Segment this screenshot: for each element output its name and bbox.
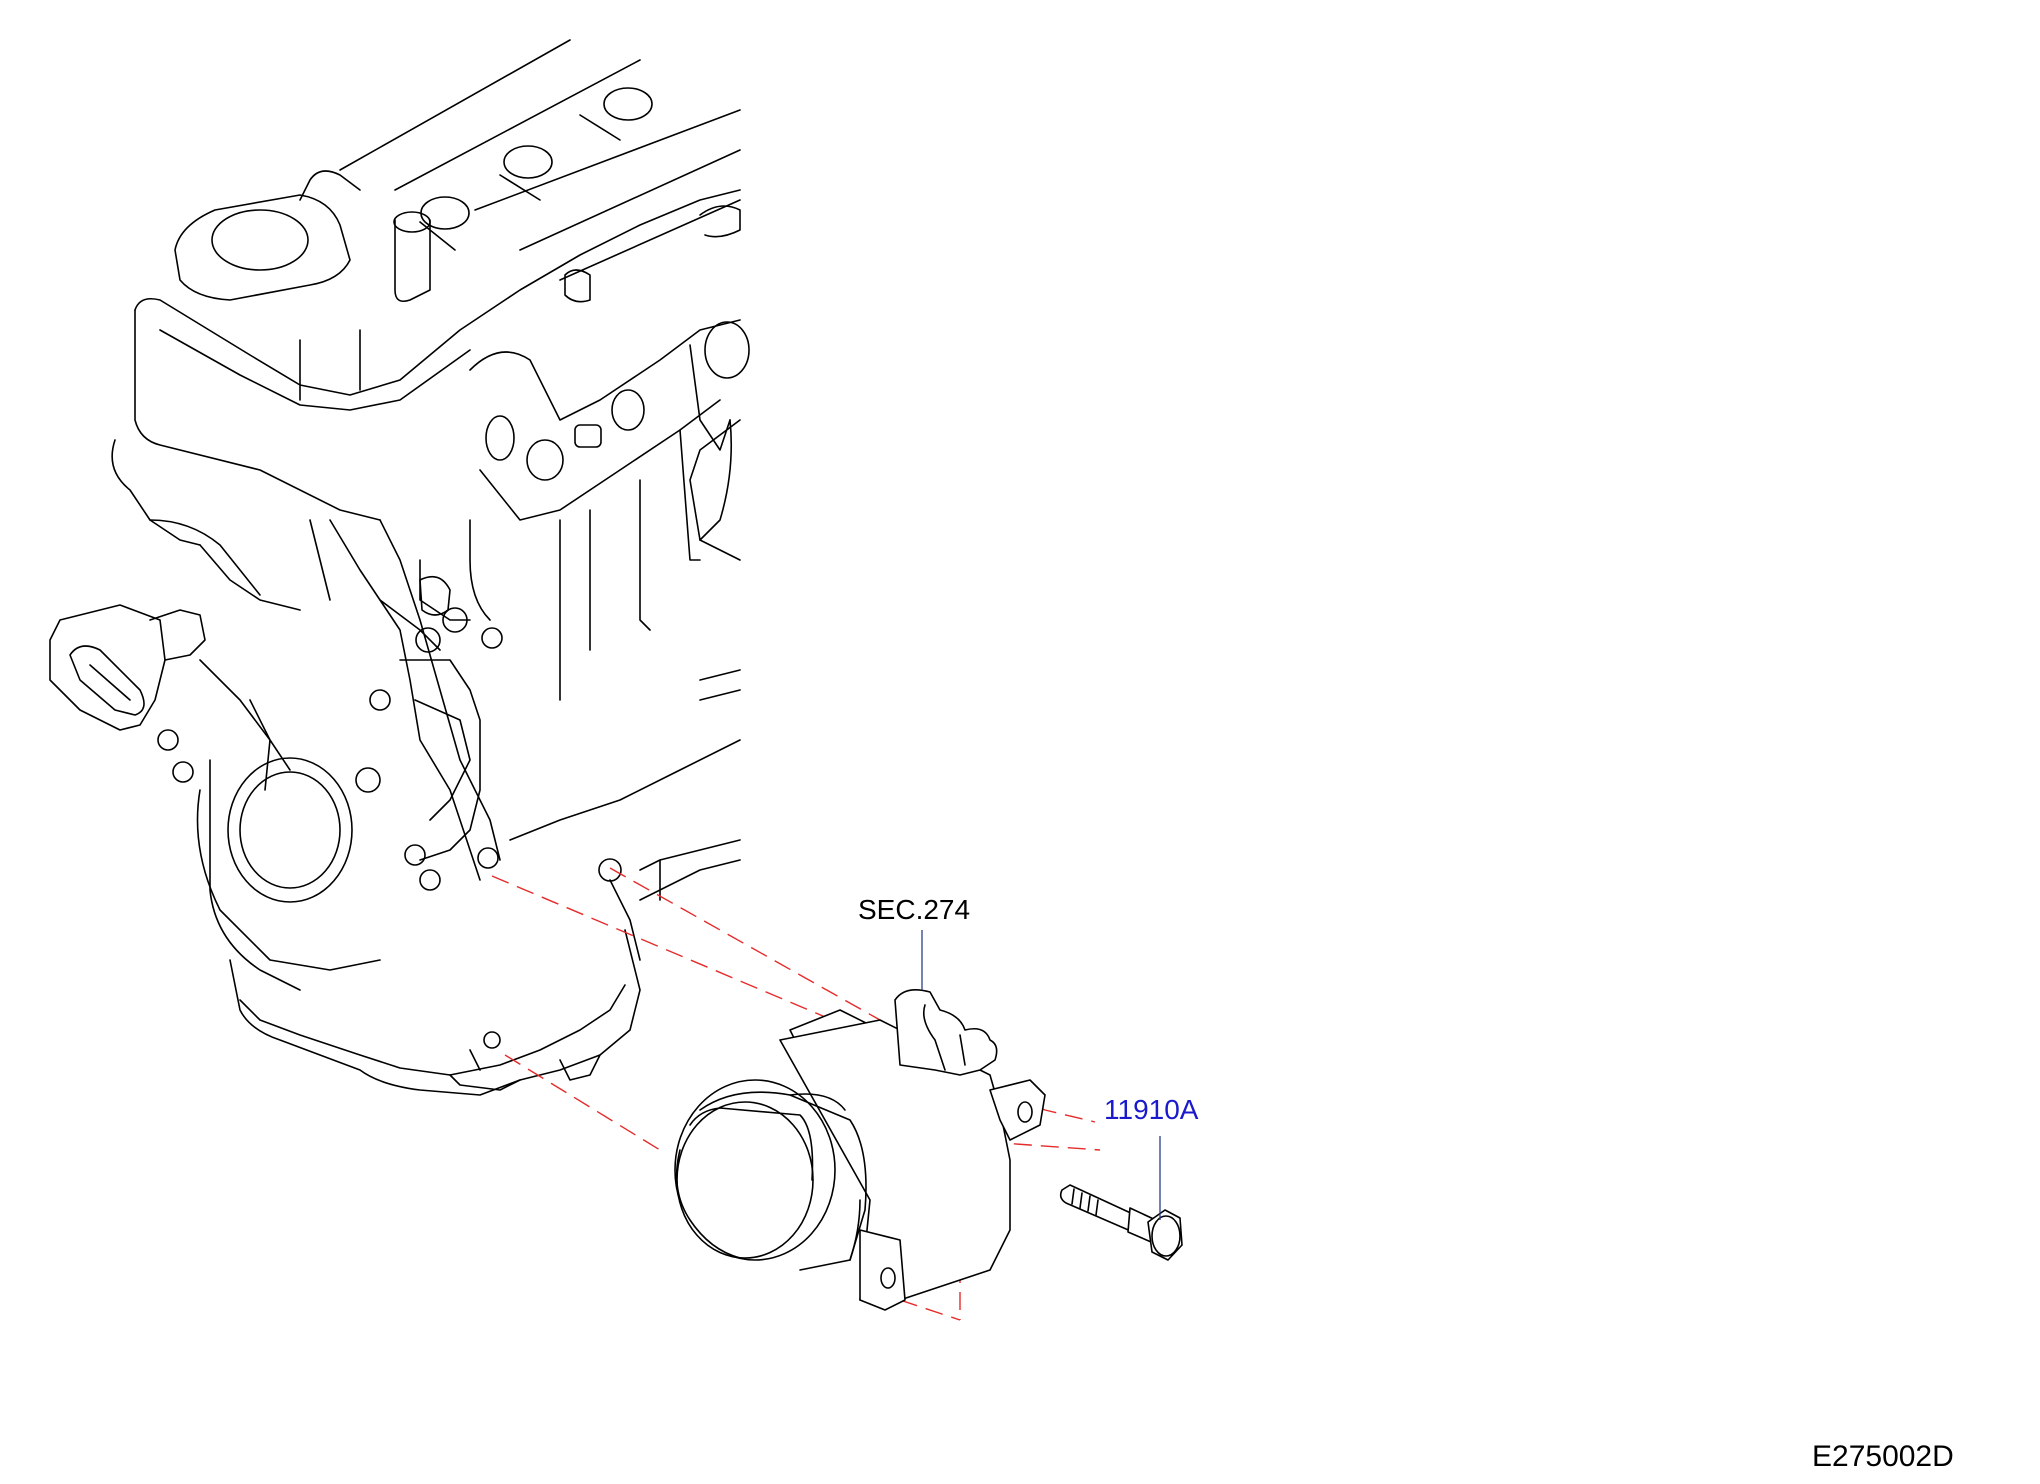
- engine-block: [49, 39, 750, 1096]
- ac-compressor: [674, 989, 1046, 1311]
- sec-ref-label[interactable]: SEC.274: [858, 894, 971, 925]
- part-number-label[interactable]: 11910A: [1104, 1094, 1199, 1125]
- mounting-bolt: [1059, 1184, 1183, 1261]
- diagram-code: E275002D: [1812, 1440, 1954, 1473]
